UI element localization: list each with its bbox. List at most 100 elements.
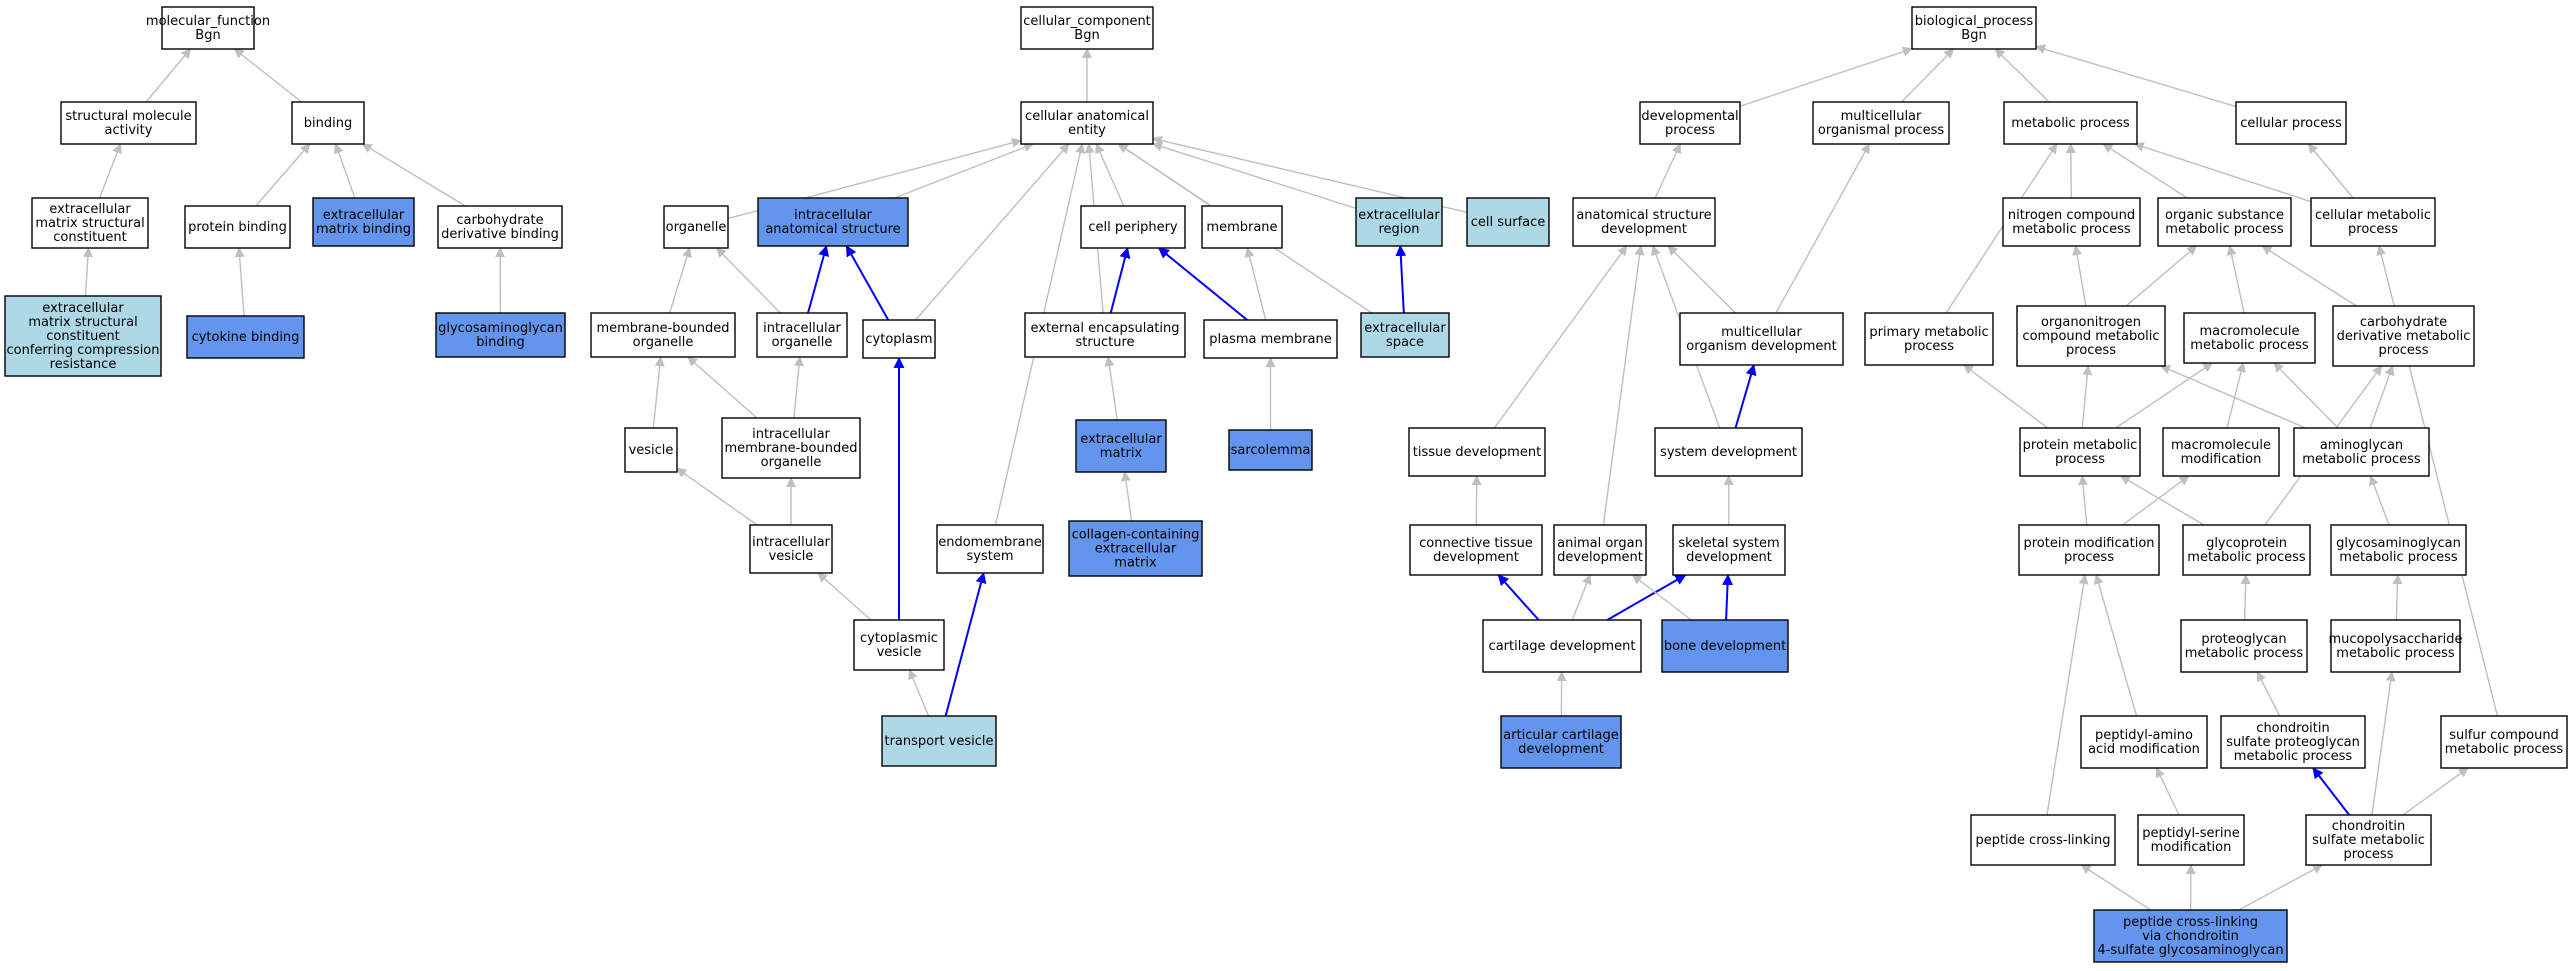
node-sysdev[interactable]: system development: [1654, 427, 1803, 477]
edge-peptserine-to-peptamino: [2155, 767, 2180, 816]
edge-primary-to-metab: [1945, 143, 2058, 314]
edge-transport-to-cytves: [908, 669, 930, 717]
node-cytokine[interactable]: cytokine binding: [186, 315, 305, 359]
node-cellper[interactable]: cell periphery: [1080, 205, 1186, 249]
node-box: [1572, 197, 1716, 247]
node-metab[interactable]: metabolic process: [2003, 101, 2138, 145]
node-cartdev[interactable]: cartilage development: [1482, 619, 1642, 673]
node-box: [2305, 814, 2432, 866]
node-box: [1661, 619, 1789, 673]
edge-intves-to-vesicle: [676, 467, 758, 526]
node-binding[interactable]: binding: [291, 101, 365, 145]
node-label-line: metabolic process: [2187, 550, 2306, 565]
node-membrane[interactable]: membrane: [1201, 205, 1283, 249]
node-label-line: external encapsulating: [1030, 321, 1179, 336]
edge-metab-to-bp: [1994, 48, 2050, 103]
node-box: [1679, 312, 1844, 366]
node-label-line: cartilage development: [1489, 639, 1636, 654]
node-label-line: anatomical structure: [1576, 208, 1711, 223]
edge-peptcrosschond-to-peptcross: [2080, 864, 2151, 911]
node-box: [2220, 715, 2366, 769]
node-box: [624, 427, 678, 473]
edge-layer: [82, 44, 2499, 911]
edge-mcdev-to-mcorg: [1775, 143, 1870, 314]
edge-cytoplasm-to-cae: [915, 143, 1070, 321]
node-protbind[interactable]: protein binding: [184, 205, 291, 249]
node-sarcolemma[interactable]: sarcolemma: [1228, 429, 1313, 471]
node-vesicle[interactable]: vesicle: [624, 427, 678, 473]
node-cytoplasm[interactable]: cytoplasm: [862, 319, 936, 359]
node-bonedev[interactable]: bone development: [1661, 619, 1789, 673]
node-cellproc[interactable]: cellular process: [2235, 101, 2347, 145]
node-box: [161, 6, 255, 50]
node-label-line: via chondroitin: [2142, 929, 2239, 944]
node-transport[interactable]: transport vesicle: [881, 715, 997, 767]
edge-orgnitro-to-nitrogen: [2072, 245, 2087, 307]
node-label-line: extracellular: [49, 202, 131, 217]
node-label-line: Bgn: [1961, 28, 1986, 43]
node-plasmamem[interactable]: plasma membrane: [1203, 319, 1338, 359]
node-label-line: intracellular: [752, 427, 830, 442]
node-box: [862, 319, 936, 359]
node-cellsurf[interactable]: cell surface: [1466, 197, 1550, 247]
node-peptcross[interactable]: peptide cross-linking: [1970, 814, 2116, 866]
node-box: [1812, 101, 1950, 145]
node-organelle[interactable]: organelle: [663, 205, 729, 249]
edge-structmol-to-mf: [145, 48, 192, 103]
node-label-line: extracellular: [1095, 542, 1177, 557]
node-tissue[interactable]: tissue development: [1408, 427, 1546, 477]
node-box: [721, 417, 861, 479]
